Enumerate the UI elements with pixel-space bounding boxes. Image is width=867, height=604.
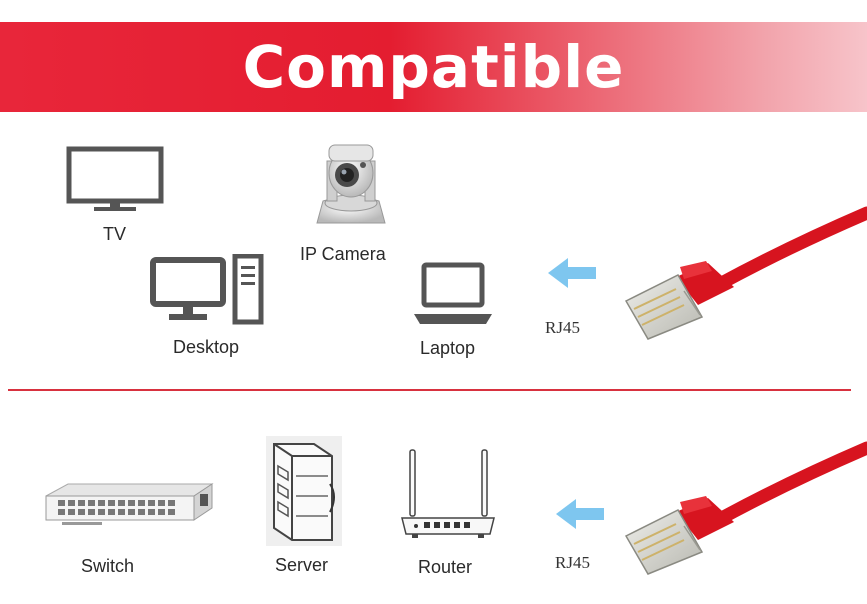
switch-icon bbox=[45, 483, 214, 525]
rj45-cable-icon bbox=[624, 206, 867, 340]
tv-icon bbox=[66, 146, 164, 211]
device-label-switch: Switch bbox=[81, 556, 135, 576]
rj45-label: RJ45 bbox=[555, 553, 590, 572]
router-icon bbox=[401, 449, 495, 538]
rj45-label: RJ45 bbox=[545, 318, 580, 337]
arrow-left-icon bbox=[556, 499, 604, 529]
device-label-router: Router bbox=[418, 557, 473, 577]
device-label-ip-camera: IP Camera bbox=[300, 244, 386, 264]
device-label-server: Server bbox=[275, 555, 329, 575]
laptop-icon bbox=[414, 262, 492, 324]
arrow-left-icon bbox=[548, 258, 596, 288]
desktop-icon bbox=[150, 254, 264, 325]
compatible-banner: Compatible bbox=[0, 22, 867, 112]
device-label-desktop: Desktop bbox=[173, 337, 240, 357]
rj45-cable-icon bbox=[624, 441, 867, 575]
banner-title: Compatible bbox=[242, 33, 625, 101]
ip-camera-icon bbox=[316, 144, 386, 224]
device-label-tv: TV bbox=[103, 224, 127, 244]
section-divider bbox=[8, 389, 851, 391]
server-icon bbox=[266, 436, 342, 546]
device-label-laptop: Laptop bbox=[420, 338, 476, 358]
